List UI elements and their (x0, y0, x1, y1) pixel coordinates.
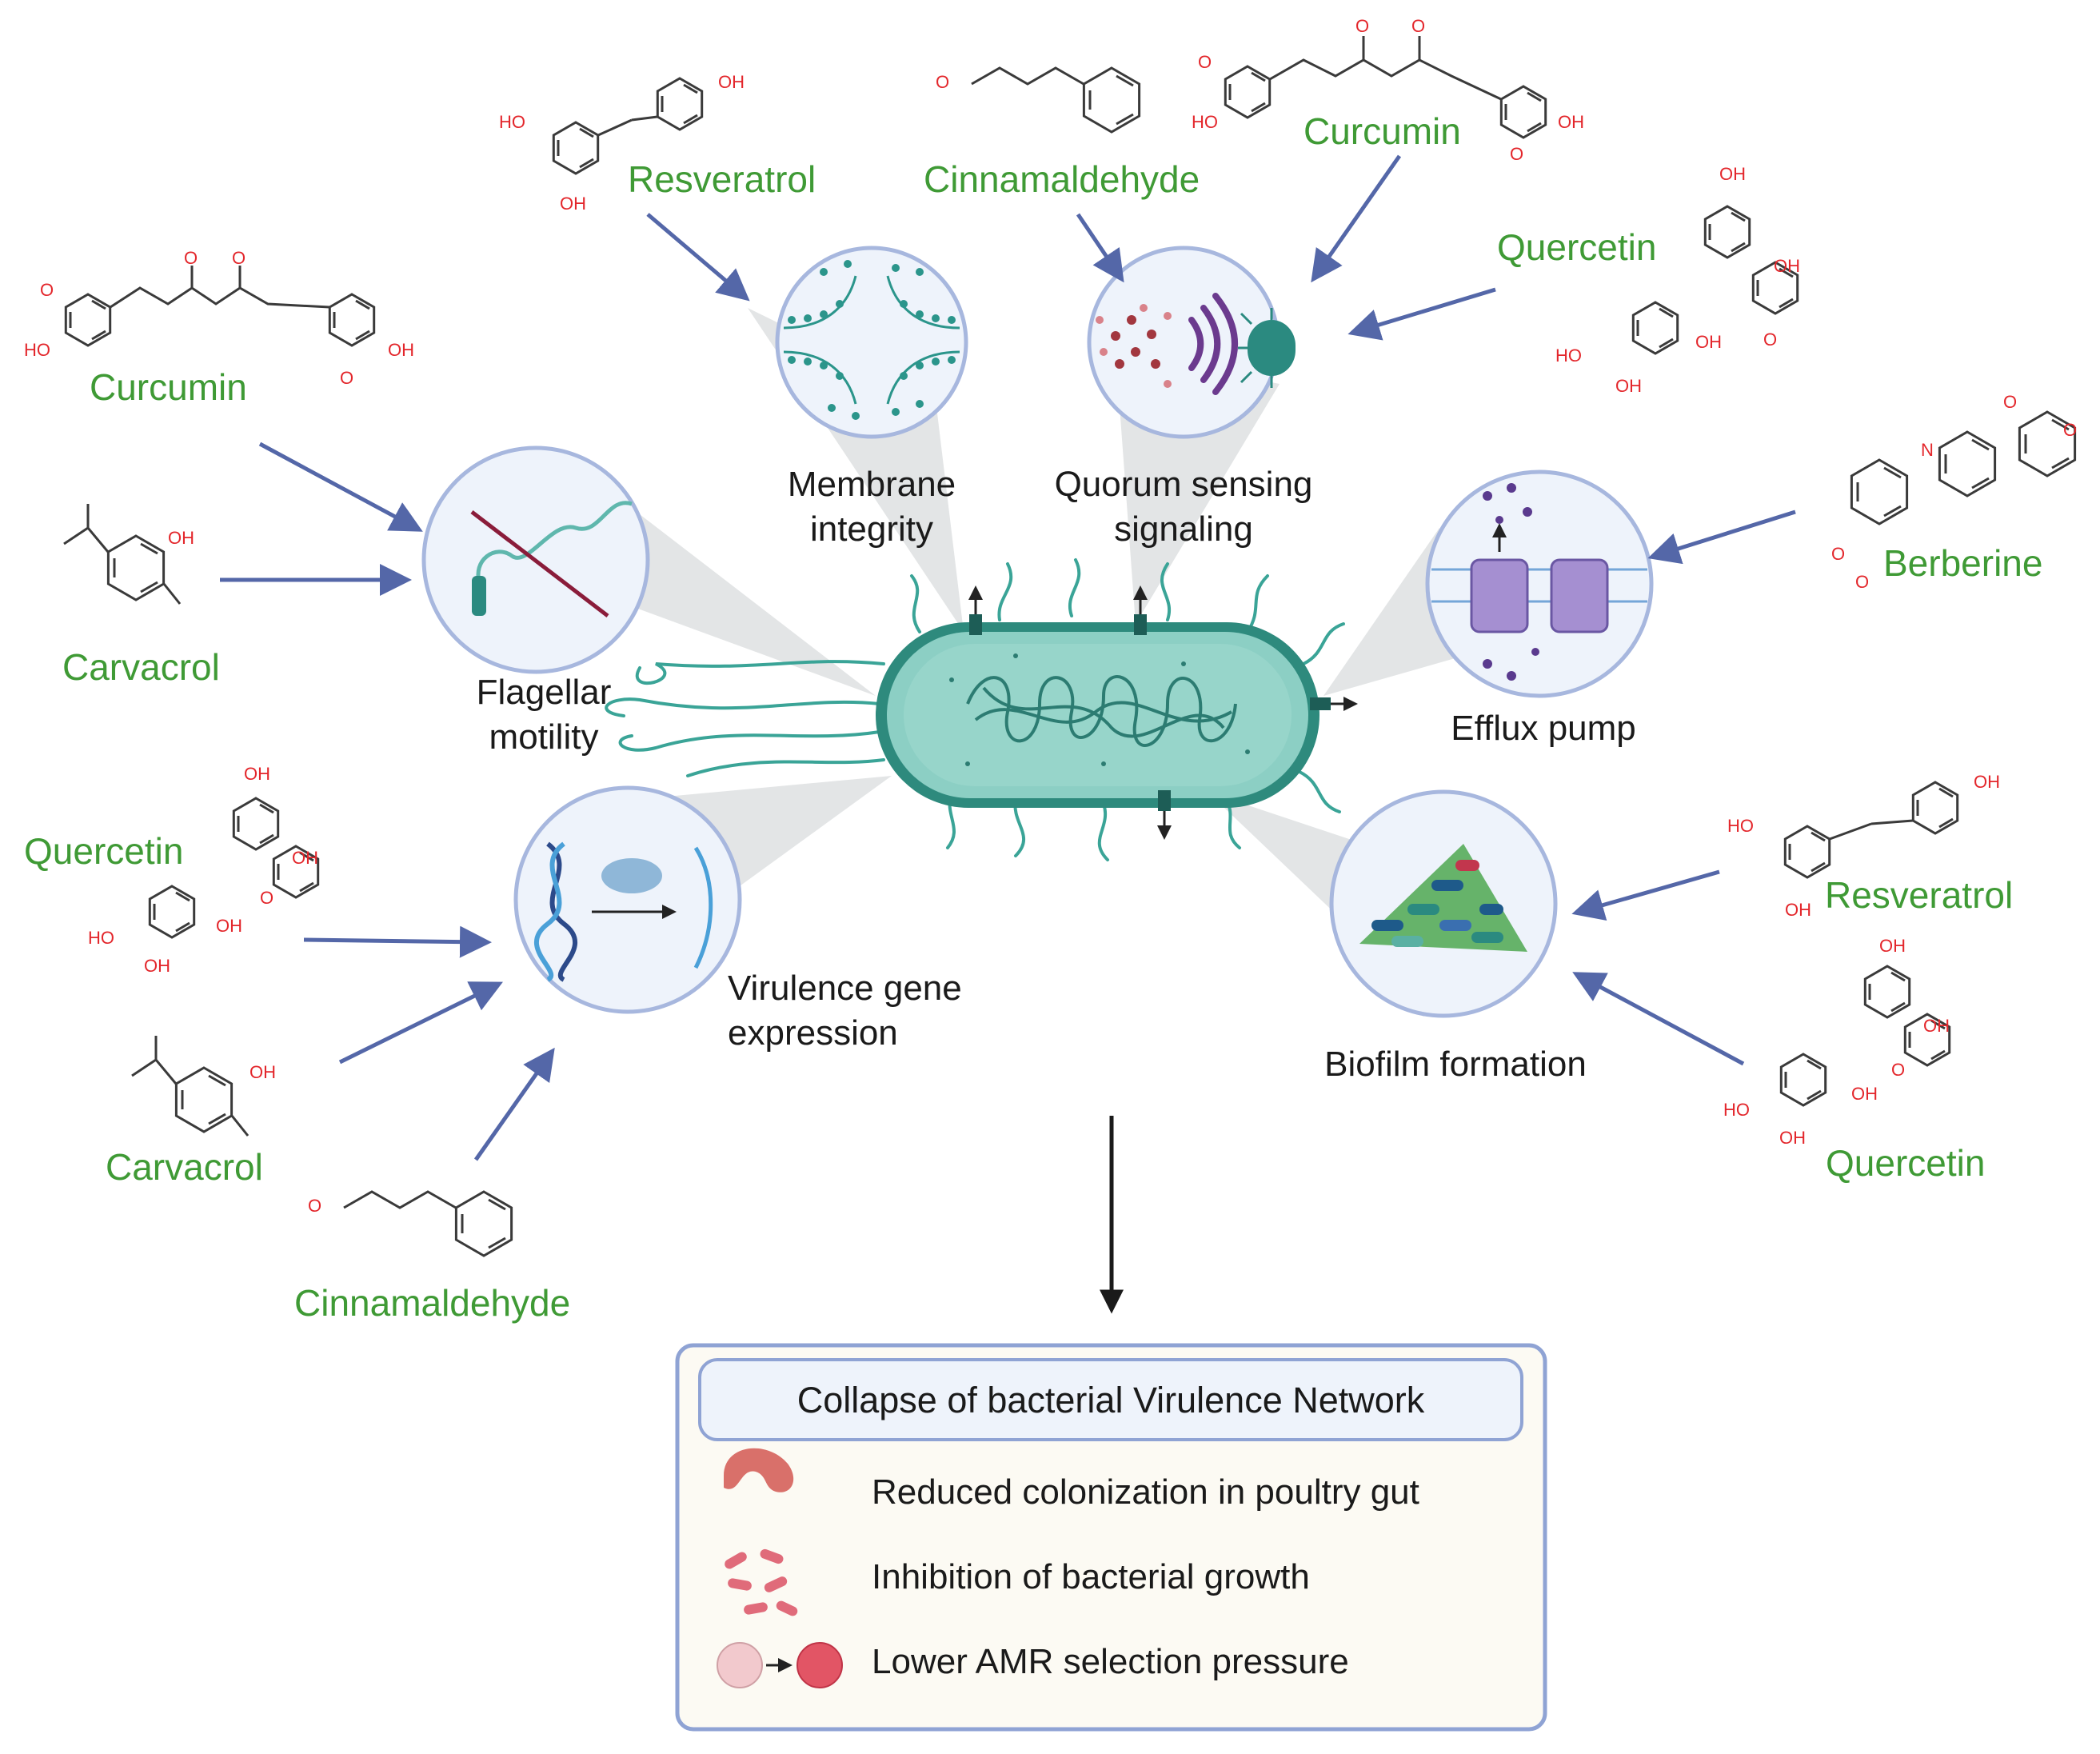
compound-label-cinnamaldehyde-bottom: Cinnamaldehyde (294, 1282, 570, 1324)
svg-text:OH: OH (168, 528, 194, 548)
compound-label-resveratrol-right: Resveratrol (1825, 874, 2013, 916)
svg-text:O: O (340, 368, 353, 388)
flagellar-motility-circle (421, 445, 650, 674)
svg-text:O: O (2063, 420, 2077, 440)
cell-transition-icon (717, 1642, 843, 1688)
biofilm-formation-label: Biofilm formation (1324, 1045, 1587, 1084)
svg-text:OH: OH (250, 1062, 276, 1082)
bacteria-cluster-icon (725, 1548, 798, 1616)
svg-text:OH: OH (1774, 256, 1800, 276)
svg-text:O: O (260, 888, 273, 908)
svg-text:OH: OH (244, 764, 270, 784)
compound-label-quercetin-right: Quercetin (1826, 1142, 1985, 1184)
quercetin-top-structure: OH OH O OH HO OH (1555, 164, 1800, 396)
svg-text:OH: OH (1719, 164, 1746, 184)
svg-text:OH: OH (718, 72, 745, 92)
svg-text:HO: HO (24, 340, 50, 360)
svg-text:HO: HO (1192, 112, 1218, 132)
svg-text:O: O (1198, 52, 1212, 72)
bacterium (605, 558, 1358, 861)
svg-text:HO: HO (88, 928, 114, 948)
compound-label-berberine: Berberine (1883, 542, 2042, 584)
compound-label-curcumin-top: Curcumin (1304, 110, 1461, 152)
carvacrol-left-structure: OH (63, 504, 194, 605)
cinnamaldehyde-top-structure: O (936, 66, 1141, 134)
berberine-structure: N O O O O (1831, 392, 2077, 592)
compound-label-resveratrol-top: Resveratrol (628, 158, 816, 200)
svg-text:OH: OH (1615, 376, 1642, 396)
svg-text:O: O (40, 280, 54, 300)
efflux-pump-circle (1425, 469, 1654, 698)
svg-text:O: O (1763, 330, 1777, 350)
resveratrol-top-structure: HO OH OH (499, 72, 745, 214)
svg-text:HO: HO (499, 112, 525, 132)
carvacrol-bottom-structure: OH (131, 1036, 276, 1137)
svg-text:HO: HO (1555, 346, 1582, 366)
curcumin-top-structure: O O HO OH O O (1192, 16, 1584, 164)
outcome-item-amr: Lower AMR selection pressure (872, 1642, 1349, 1681)
svg-text:O: O (232, 248, 246, 268)
virulence-gene-circle (513, 785, 742, 1014)
inhibition-arrows (220, 154, 1796, 1161)
svg-text:OH: OH (216, 916, 242, 936)
outcome-box: Collapse of bacterial Virulence Network … (675, 1343, 1547, 1732)
compound-label-quercetin-top: Quercetin (1497, 226, 1656, 268)
svg-text:O: O (1355, 16, 1369, 36)
svg-text:HO: HO (1723, 1100, 1750, 1120)
compound-label-quercetin-left: Quercetin (24, 830, 183, 872)
membrane-integrity-circle (775, 246, 968, 439)
svg-text:O: O (2003, 392, 2017, 412)
svg-text:O: O (1891, 1060, 1905, 1080)
svg-text:OH: OH (1851, 1084, 1878, 1104)
svg-text:OH: OH (1785, 900, 1811, 920)
svg-text:OH: OH (292, 848, 318, 868)
svg-text:O: O (1855, 572, 1869, 592)
svg-text:N: N (1921, 440, 1934, 460)
curcumin-left-structure: O O HO O OH O (24, 248, 414, 388)
svg-text:OH: OH (1879, 936, 1906, 956)
svg-text:O: O (1510, 144, 1523, 164)
resveratrol-right-structure: HO OH OH (1727, 772, 2000, 920)
gut-icon (724, 1448, 794, 1492)
efflux-pump-label: Efflux pump (1451, 709, 1636, 748)
svg-text:O: O (1411, 16, 1425, 36)
svg-text:OH: OH (560, 194, 586, 214)
svg-text:OH: OH (1779, 1128, 1806, 1148)
cinnamaldehyde-bottom-structure: O (308, 1190, 513, 1257)
svg-text:OH: OH (144, 956, 170, 976)
quorum-sensing-circle (1087, 246, 1296, 439)
compound-label-carvacrol-left: Carvacrol (62, 646, 220, 688)
dna-coil (966, 675, 1237, 747)
compound-label-cinnamaldehyde-top: Cinnamaldehyde (924, 158, 1200, 200)
svg-text:OH: OH (1558, 112, 1584, 132)
biofilm-formation-circle (1329, 789, 1558, 1018)
outcome-item-colonization: Reduced colonization in poultry gut (872, 1472, 1419, 1512)
svg-text:O: O (936, 72, 949, 92)
quercetin-left-structure: OH OH O OH HO OH (88, 764, 320, 976)
quercetin-right-structure: OH OH O OH HO OH (1723, 936, 1951, 1148)
svg-text:O: O (1831, 544, 1845, 564)
svg-text:OH: OH (1974, 772, 2000, 792)
svg-text:O: O (308, 1196, 321, 1216)
svg-text:OH: OH (388, 340, 414, 360)
svg-text:OH: OH (1923, 1016, 1950, 1036)
svg-text:HO: HO (1727, 816, 1754, 836)
svg-text:OH: OH (1695, 332, 1722, 352)
compound-label-curcumin-left: Curcumin (90, 366, 247, 408)
svg-text:O: O (184, 248, 198, 268)
outcome-title: Collapse of bacterial Virulence Network (797, 1380, 1425, 1420)
outcome-item-growth: Inhibition of bacterial growth (872, 1557, 1310, 1596)
compound-label-carvacrol-bottom: Carvacrol (106, 1146, 263, 1188)
